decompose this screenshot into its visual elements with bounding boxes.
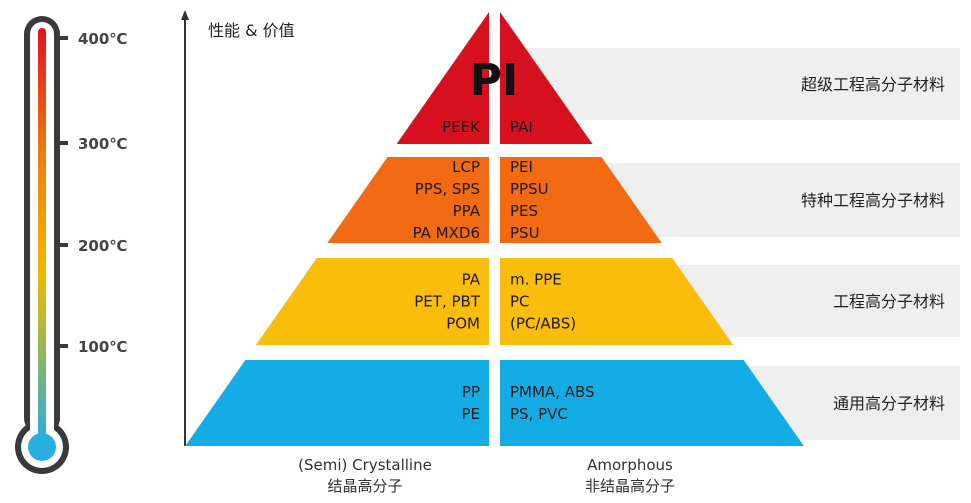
polymer-label: LCP <box>452 158 480 176</box>
thermometer-bulb <box>28 433 56 461</box>
category-label: 工程高分子材料 <box>833 292 945 311</box>
polymer-label: PPSU <box>510 180 549 198</box>
value-axis <box>181 10 189 446</box>
temperature-tick-label: 100℃ <box>78 338 127 356</box>
polymer-label: PEI <box>510 158 533 176</box>
tier-left-crystalline <box>185 360 489 446</box>
polymer-label: PPS, SPS <box>415 180 480 198</box>
temperature-tick-label: 400℃ <box>78 30 127 48</box>
tier-right-amorphous <box>500 12 593 144</box>
tier-left-crystalline <box>396 12 489 144</box>
amorphous-label-zh: 非结晶高分子 <box>585 477 675 495</box>
category-label: 特种工程高分子材料 <box>801 191 945 210</box>
category-label: 通用高分子材料 <box>833 394 945 413</box>
tier-left-crystalline <box>255 258 489 345</box>
category-band <box>500 48 960 120</box>
tier-right-amorphous <box>500 360 804 446</box>
thermometer-fill <box>38 28 46 438</box>
polymer-label: PSU <box>510 224 540 242</box>
polymer-label: PPA <box>453 202 481 220</box>
tier-right-amorphous <box>500 157 662 243</box>
polymer-label: PA <box>462 271 481 289</box>
crystalline-label-zh: 结晶高分子 <box>327 477 402 495</box>
temperature-tick-label: 300℃ <box>78 135 127 153</box>
axis-label: 性能 & 价值 <box>208 21 295 40</box>
pi-label: PI <box>470 55 519 106</box>
polymer-label: PS, PVC <box>510 405 568 423</box>
category-label: 超级工程高分子材料 <box>801 75 945 94</box>
polymer-label: POM <box>446 315 480 333</box>
polymer-label: (PC/ABS) <box>510 315 576 333</box>
temperature-tick-label: 200℃ <box>78 237 127 255</box>
tier-left-crystalline <box>327 157 489 243</box>
thermometer <box>15 16 69 474</box>
tier-right-amorphous <box>500 258 734 345</box>
polymer-label: PEEK <box>442 118 481 136</box>
polymer-label: PC <box>510 293 530 311</box>
polymer-label: PET, PBT <box>414 293 481 311</box>
polymer-label: PE <box>461 405 480 423</box>
amorphous-label: Amorphous <box>587 456 673 474</box>
polymer-label: PMMA, ABS <box>510 383 595 401</box>
polymer-label: PES <box>510 202 538 220</box>
polymer-label: PAI <box>510 118 533 136</box>
crystalline-label: (Semi) Crystalline <box>298 456 432 474</box>
polymer-label: PA MXD6 <box>413 224 480 242</box>
polymer-label: m. PPE <box>510 271 562 289</box>
polymer-label: PP <box>462 383 480 401</box>
